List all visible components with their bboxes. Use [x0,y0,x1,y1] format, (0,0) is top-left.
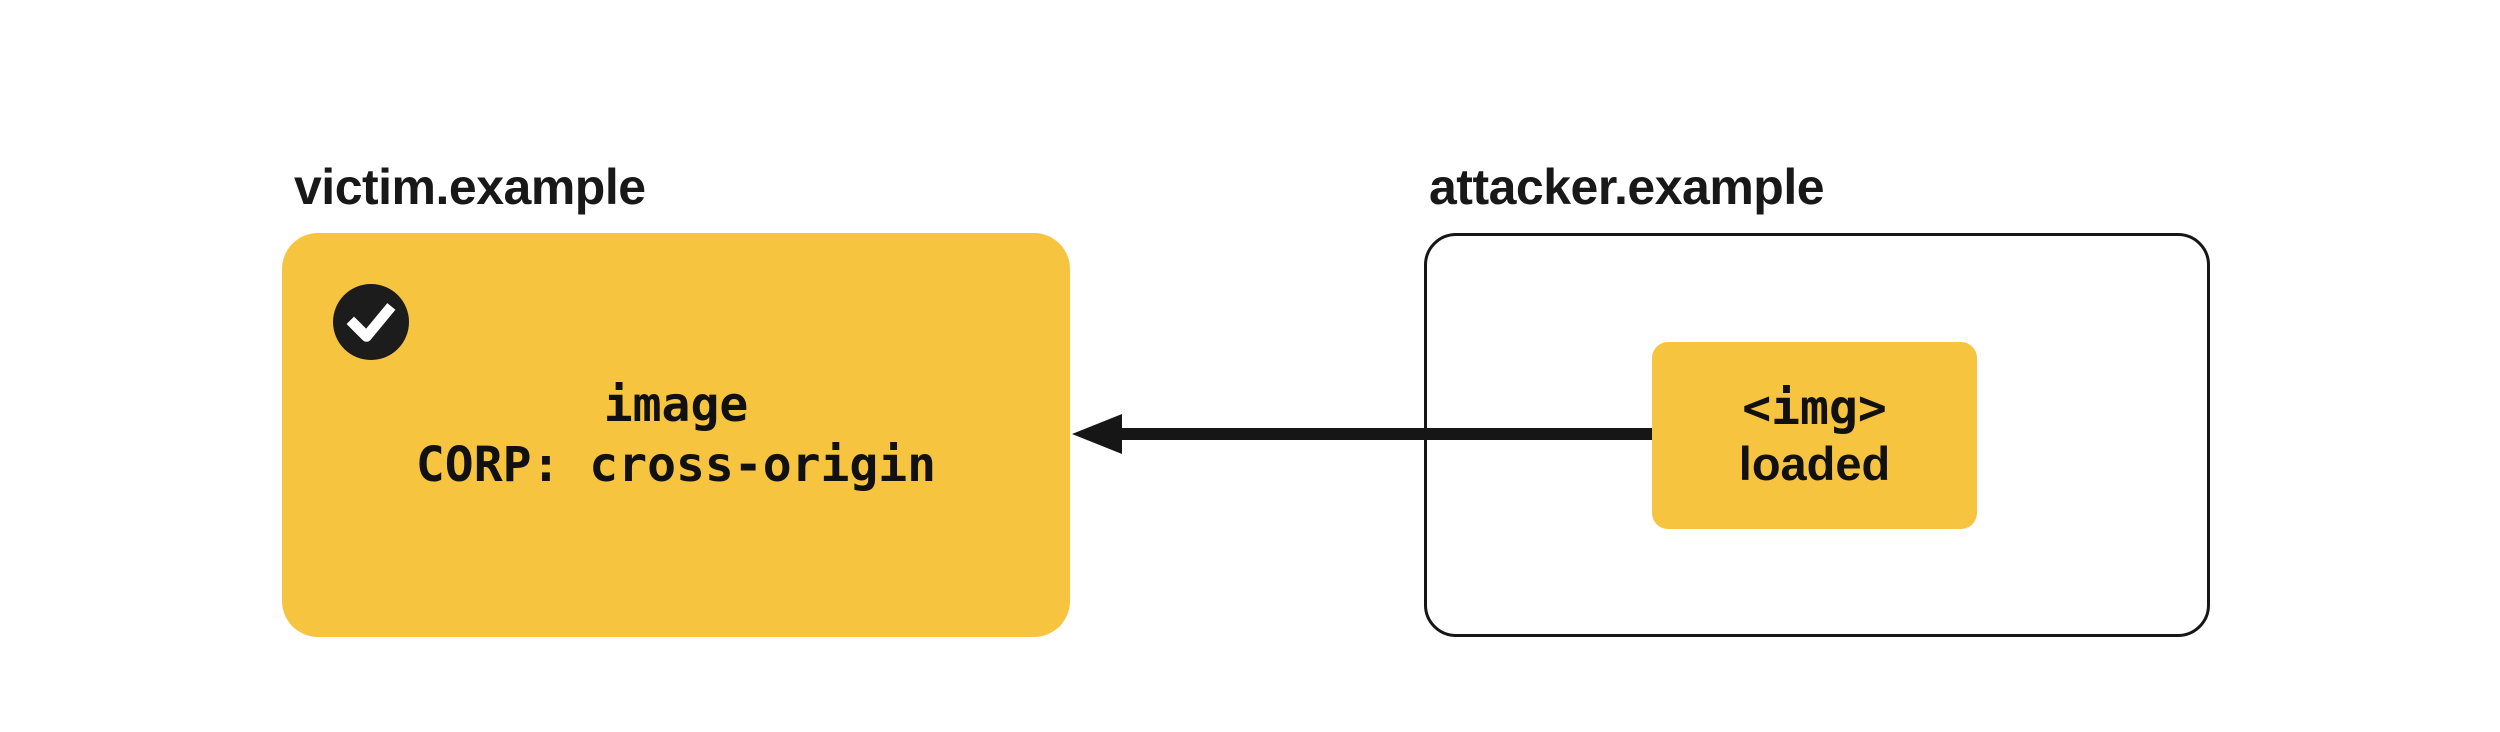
img-loaded-chip: <img> loaded [1652,342,1977,529]
request-arrow-line [1115,428,1652,440]
img-tag-text: <img> [1742,379,1887,436]
corp-header-text: CORP: cross-origin [415,437,937,493]
victim-resource-box: image CORP: cross-origin [282,233,1070,637]
check-icon [333,284,409,360]
resource-type-text: image [603,377,749,433]
victim-origin-label: victim.example [294,159,646,215]
request-arrow-head [1072,414,1122,454]
attacker-origin-label: attacker.example [1429,159,1825,215]
loaded-status-text: loaded [1738,436,1891,490]
victim-resource-text: image CORP: cross-origin [282,233,1070,637]
